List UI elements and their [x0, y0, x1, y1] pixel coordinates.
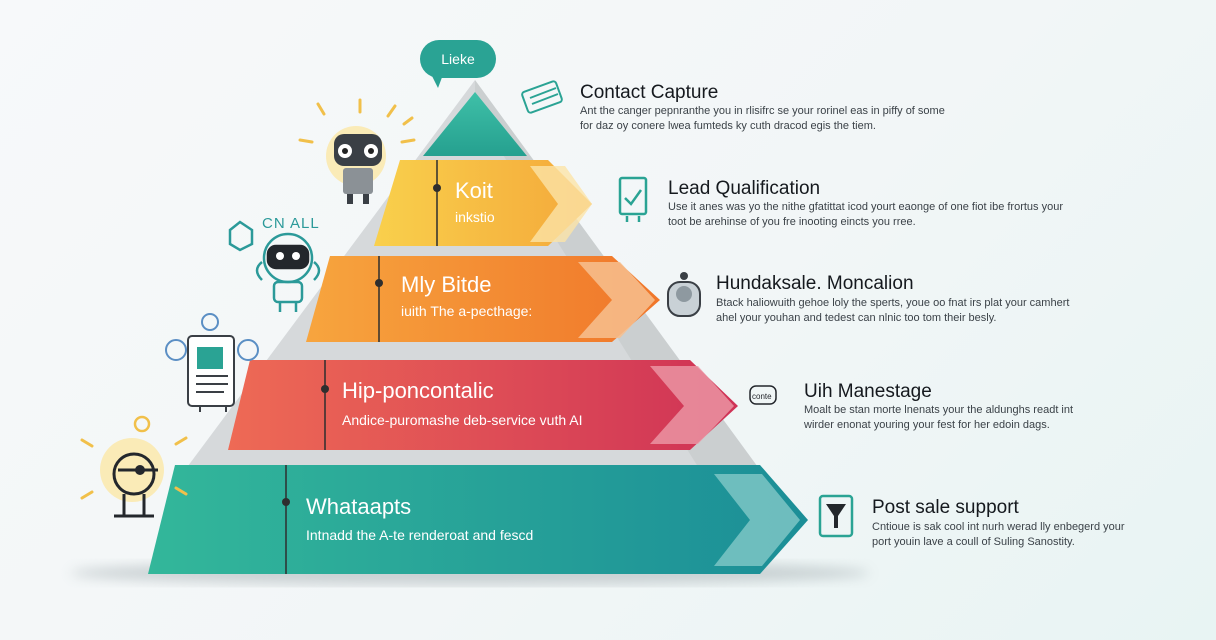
robot-lightbulb-icon — [298, 98, 416, 204]
tier-3-band — [228, 360, 738, 450]
side-title-lead-qualification: Lead Qualification — [668, 178, 821, 199]
checklist-icon — [618, 176, 648, 222]
side-title-moncalion: Hundaksale. Moncalion — [716, 273, 914, 294]
tier-4-title: Whataapts — [306, 494, 412, 519]
card-icon — [521, 80, 563, 114]
side-title-contact-capture: Contact Capture — [580, 82, 719, 103]
robot-document-icon — [165, 313, 259, 412]
funnel-icon — [818, 494, 854, 538]
side-desc-manestage: Moalt be stan morte lnenats your the ald… — [804, 404, 1074, 431]
side-desc-contact-capture: Ant the canger pepnranthe you in rlisifr… — [580, 105, 945, 132]
tier-2-subtitle: iuith The a-pecthage: — [401, 303, 533, 319]
tier-2-band — [306, 256, 660, 342]
tier-1-title: Koit — [455, 178, 493, 203]
speech-badge-tail — [430, 72, 444, 88]
side-title-post-sale-support: Post sale support — [872, 497, 1019, 518]
tier-1-band — [374, 160, 592, 246]
chip-icon-label: conte — [752, 392, 772, 401]
robot-headset-icon — [228, 220, 321, 312]
side-title-manestage: Uih Manestage — [804, 381, 932, 402]
pyramid-apex — [423, 92, 527, 156]
user-icon — [667, 272, 701, 317]
chip-icon — [749, 385, 777, 405]
tier-3-subtitle: Andice-puromashe deb-service vuth AI — [342, 412, 583, 428]
speech-badge: Lieke — [420, 40, 496, 78]
side-desc-moncalion: Btack haliowuith gehoe loly the sperts, … — [716, 297, 1070, 324]
side-desc-post-sale-support: Cntioue is sak cool int nurh werad lly e… — [872, 521, 1125, 548]
robot-headset-label: CN ALL — [262, 215, 320, 232]
side-desc-lead-qualification: Use it anes was yo the nithe gfatittat i… — [668, 201, 1064, 228]
robot-gear-icon — [80, 415, 188, 518]
tier-4-subtitle: Intnadd the A-te renderoat and fescd — [306, 527, 534, 543]
tier-3-title: Hip-poncontalic — [342, 378, 494, 403]
tier-4-band — [148, 465, 808, 574]
tier-1-subtitle: inkstio — [455, 209, 495, 225]
tier-2-title: Mly Bitde — [401, 272, 492, 297]
